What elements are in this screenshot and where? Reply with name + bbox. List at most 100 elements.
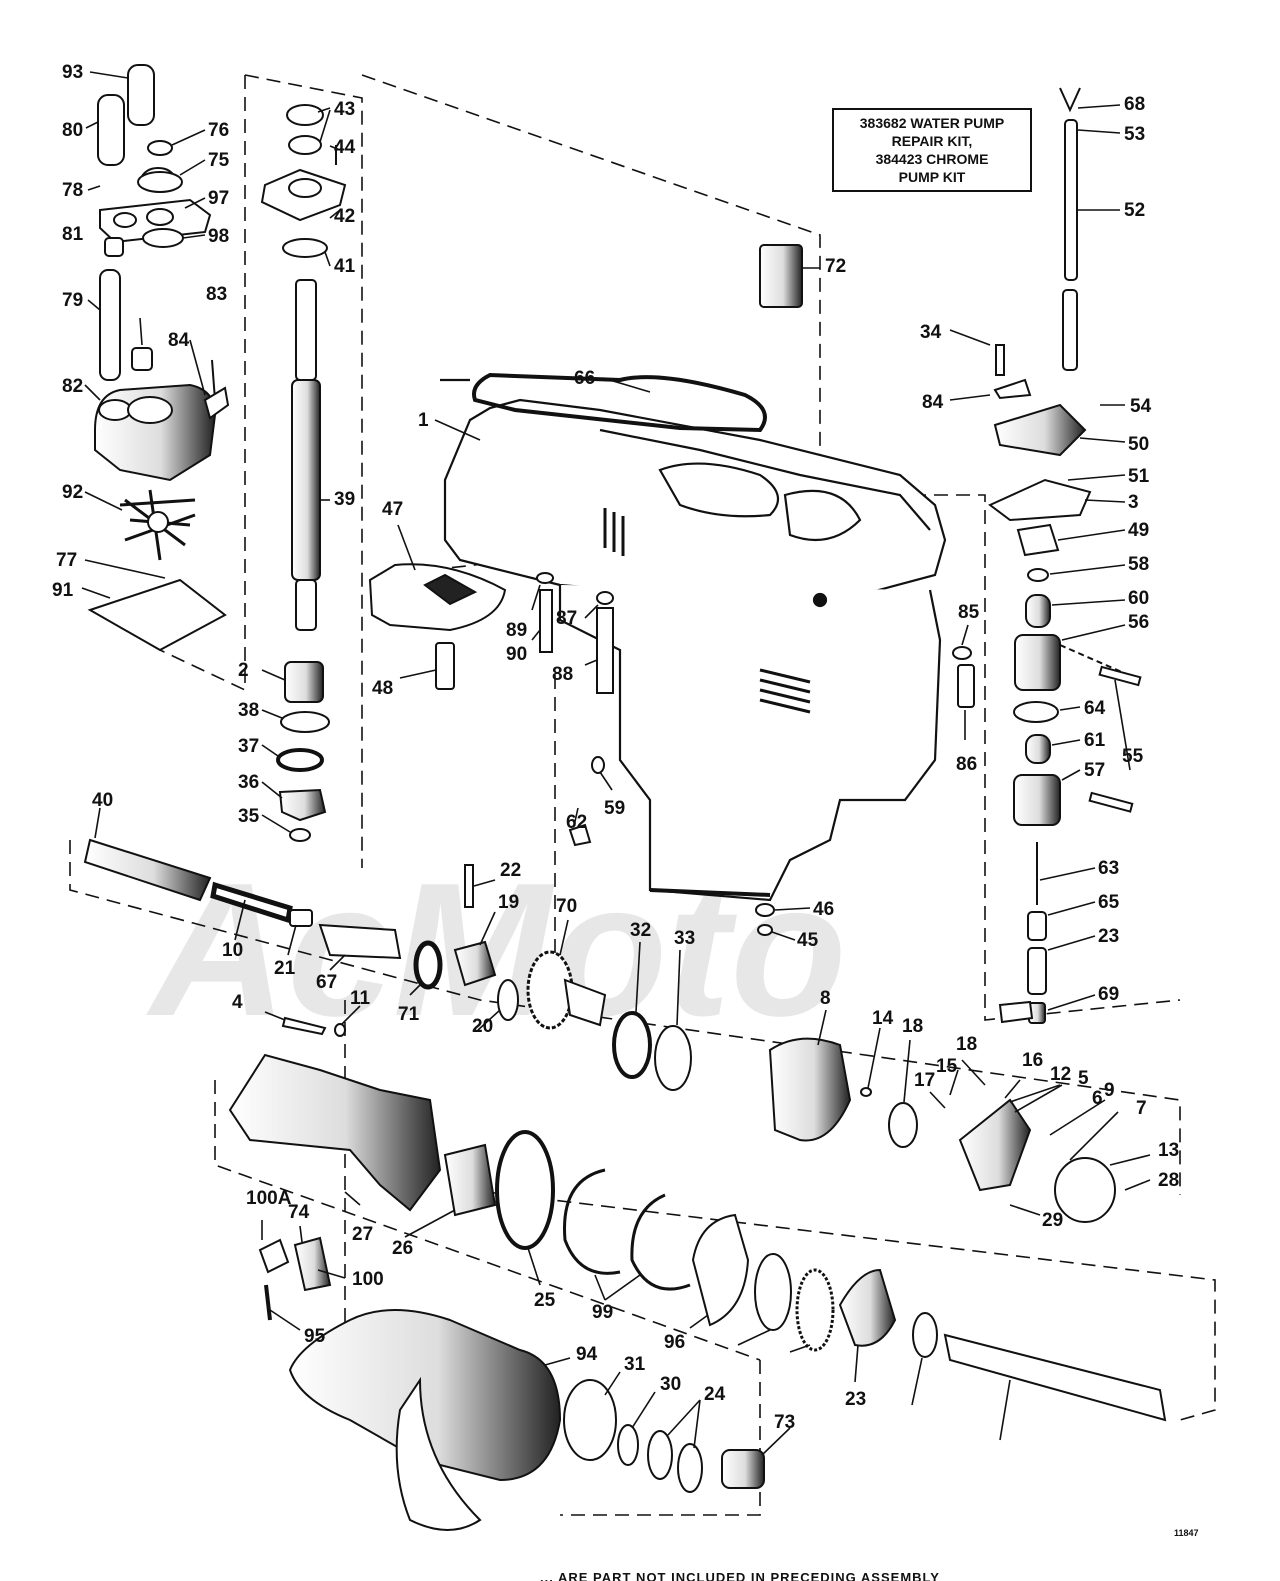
footer-note: ... ARE PART NOT INCLUDED IN PRECEDING A… <box>540 1564 1140 1581</box>
part-callout-17: 17 <box>914 1070 935 1091</box>
part-callout-65: 65 <box>1098 892 1120 913</box>
part-callout-18: 18 <box>902 1016 923 1037</box>
part-callout-10: 10 <box>222 940 243 961</box>
trim-tab-parts <box>368 563 775 936</box>
kit-note-line-4: PUMP KIT <box>898 169 966 185</box>
part-callout-100: 100 <box>352 1269 384 1290</box>
part-callout-31: 31 <box>624 1354 646 1375</box>
part-callout-72: 72 <box>825 256 846 277</box>
part-callout-42: 42 <box>334 206 355 227</box>
part-callout-86: 86 <box>956 754 977 775</box>
part-callout-32: 32 <box>630 920 651 941</box>
figure-number: 11847 <box>1174 1528 1199 1538</box>
part-callout-100a: 100A <box>246 1188 292 1209</box>
part-callout-43: 43 <box>334 99 355 120</box>
part-callout-45: 45 <box>797 930 819 951</box>
part-callout-20: 20 <box>472 1016 493 1037</box>
part-callout-54: 54 <box>1130 396 1152 417</box>
part-callout-37: 37 <box>238 736 259 757</box>
part-callout-60: 60 <box>1128 588 1149 609</box>
part-callout-52: 52 <box>1124 200 1145 221</box>
part-callout-21: 21 <box>274 958 296 979</box>
leader-lines <box>81 71 1151 1456</box>
part-callout-15: 15 <box>936 1056 958 1077</box>
part-callout-71: 71 <box>398 1004 420 1025</box>
part-callout-73: 73 <box>774 1412 795 1433</box>
part-callout-58: 58 <box>1128 554 1149 575</box>
part-callout-23: 23 <box>845 1389 866 1410</box>
part-callout-53: 53 <box>1124 124 1145 145</box>
part-callout-19: 19 <box>498 892 519 913</box>
part-callout-30: 30 <box>660 1374 681 1395</box>
part-callout-50: 50 <box>1128 434 1149 455</box>
part-callout-84: 84 <box>922 392 944 413</box>
part-callout-99: 99 <box>592 1302 613 1323</box>
part-callout-1: 1 <box>418 410 429 431</box>
part-callout-75: 75 <box>208 150 230 171</box>
part-callout-46: 46 <box>813 899 834 920</box>
part-callout-68: 68 <box>1124 94 1145 115</box>
part-callout-9: 9 <box>1104 1080 1115 1101</box>
part-callout-40: 40 <box>92 790 113 811</box>
part-callout-83: 83 <box>206 284 227 305</box>
part-callout-34: 34 <box>920 322 942 343</box>
part-callout-38: 38 <box>238 700 259 721</box>
part-callout-96: 96 <box>664 1332 685 1353</box>
part-callout-51: 51 <box>1128 466 1150 487</box>
part-callout-18: 18 <box>956 1034 977 1055</box>
footer-note-text: ... ARE PART NOT INCLUDED IN PRECEDING A… <box>540 1570 940 1581</box>
part-callout-61: 61 <box>1084 730 1106 751</box>
part-callout-5: 5 <box>1078 1068 1089 1089</box>
part-callout-59: 59 <box>604 798 625 819</box>
drive-shaft-parts <box>260 104 347 842</box>
part-callout-67: 67 <box>316 972 337 993</box>
part-callout-2: 2 <box>238 660 249 681</box>
part-callout-63: 63 <box>1098 858 1119 879</box>
shift-rod-parts <box>759 87 1142 1024</box>
part-callout-87: 87 <box>556 608 577 629</box>
part-callout-97: 97 <box>208 188 229 209</box>
part-callout-39: 39 <box>334 489 355 510</box>
part-callout-62: 62 <box>566 812 587 833</box>
part-callout-93: 93 <box>62 62 83 83</box>
part-callout-24: 24 <box>704 1384 726 1405</box>
part-callout-64: 64 <box>1084 698 1106 719</box>
part-callout-70: 70 <box>556 896 577 917</box>
part-callout-36: 36 <box>238 772 259 793</box>
part-callout-92: 92 <box>62 482 83 503</box>
part-callout-27: 27 <box>352 1224 373 1245</box>
part-callout-23: 23 <box>1098 926 1119 947</box>
part-callout-57: 57 <box>1084 760 1105 781</box>
part-callout-80: 80 <box>62 120 83 141</box>
part-callout-69: 69 <box>1098 984 1119 1005</box>
water-pump-parts <box>87 64 230 652</box>
gear-train-parts <box>83 838 1167 1531</box>
part-callout-84: 84 <box>168 330 190 351</box>
part-callout-76: 76 <box>208 120 229 141</box>
part-callout-3: 3 <box>1128 492 1139 513</box>
part-callout-81: 81 <box>62 224 84 245</box>
part-callout-98: 98 <box>208 226 229 247</box>
part-callout-12: 12 <box>1050 1064 1071 1085</box>
part-callout-88: 88 <box>552 664 573 685</box>
part-callout-8: 8 <box>820 988 831 1009</box>
part-callout-7: 7 <box>1136 1098 1147 1119</box>
part-callout-44: 44 <box>334 137 356 158</box>
part-callout-41: 41 <box>334 256 356 277</box>
part-callout-55: 55 <box>1122 746 1144 767</box>
part-callout-35: 35 <box>238 806 260 827</box>
part-callout-22: 22 <box>500 860 521 881</box>
part-callout-28: 28 <box>1158 1170 1179 1191</box>
part-callout-47: 47 <box>382 499 403 520</box>
part-callout-91: 91 <box>52 580 74 601</box>
part-callout-79: 79 <box>62 290 83 311</box>
kit-note-line-2: REPAIR KIT, <box>891 133 973 149</box>
kit-note-line-3: 384423 CHROME <box>875 151 989 167</box>
kit-note-line-1: 383682 WATER PUMP <box>859 115 1005 131</box>
part-callout-78: 78 <box>62 180 83 201</box>
part-callout-48: 48 <box>372 678 393 699</box>
part-callout-26: 26 <box>392 1238 413 1259</box>
part-callout-56: 56 <box>1128 612 1149 633</box>
part-callout-74: 74 <box>288 1202 310 1223</box>
